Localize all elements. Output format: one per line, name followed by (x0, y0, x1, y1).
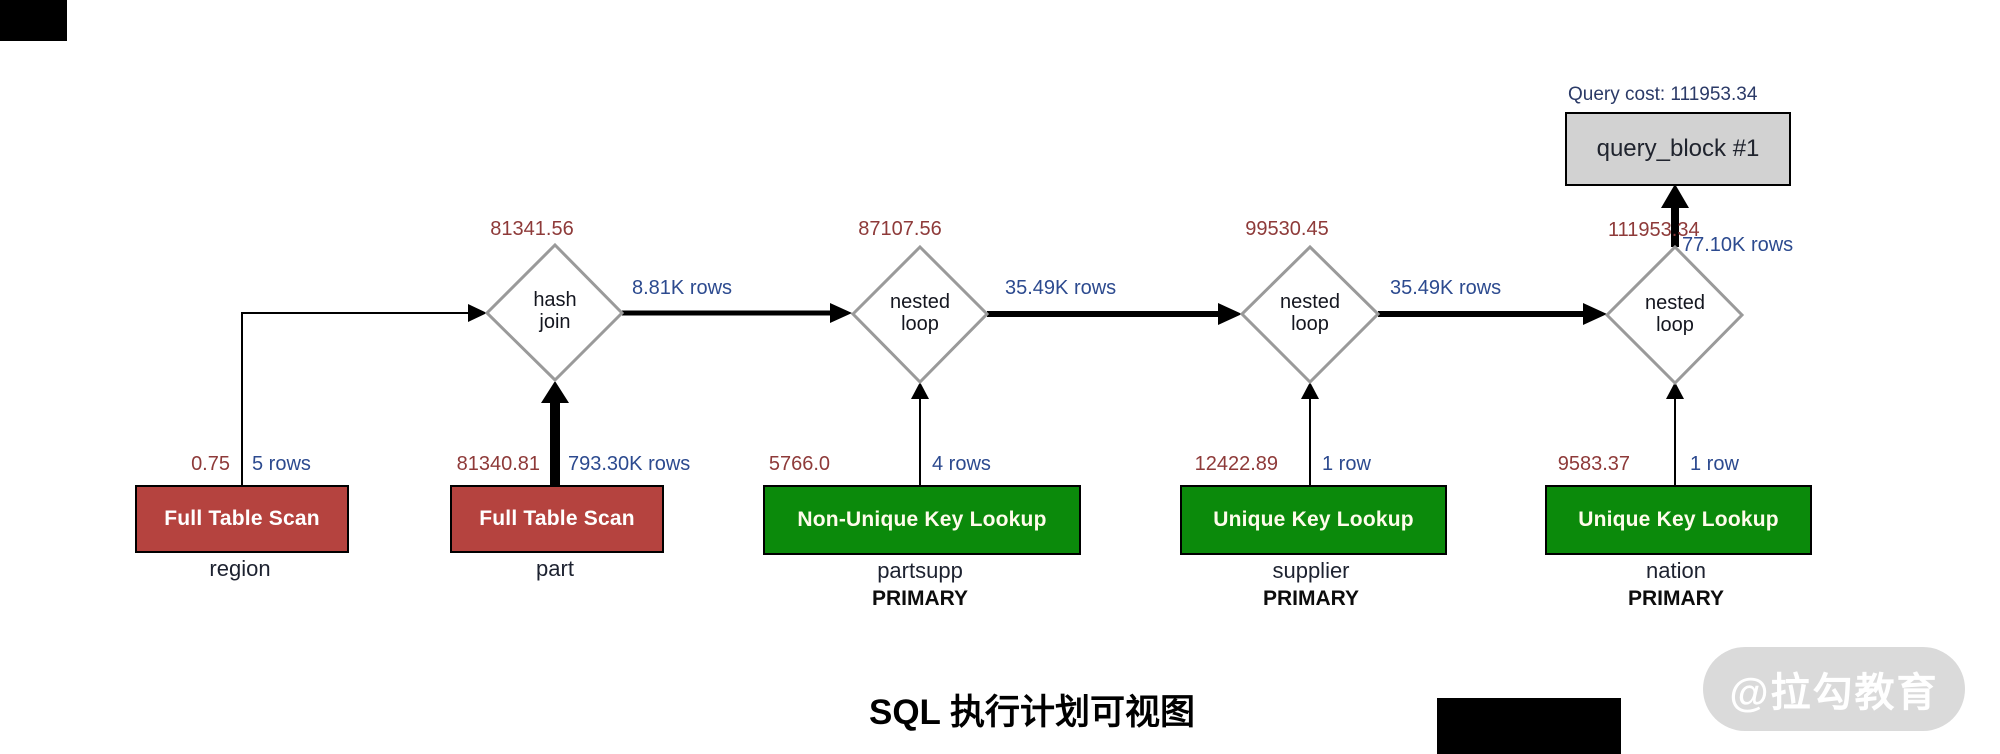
arrowhead-nested-loop-2-to-nested-loop-3 (1583, 303, 1607, 325)
table-index-label-supplier: PRIMARY (1262, 587, 1360, 610)
join-node-nested-loop-3[interactable] (1604, 244, 1745, 386)
access-node-nation[interactable]: Unique Key Lookup (1545, 485, 1812, 555)
table-rows-label-region: 5 rows (252, 453, 311, 475)
redaction-bar-top-left (0, 0, 67, 41)
join-cost-label-nested-loop-1: 87107.56 (858, 218, 942, 240)
edge-rows-label-final: 77.10K rows (1682, 234, 1794, 256)
join-node-hash-join[interactable] (484, 242, 625, 383)
join-node-nested-loop-1[interactable] (850, 244, 990, 385)
table-name-label-region: region (209, 556, 271, 581)
edge-rows-label-nested-loop-2-out: 35.49K rows (1390, 277, 1502, 299)
access-node-label: Unique Key Lookup (1213, 508, 1414, 531)
access-node-part[interactable]: Full Table Scan (450, 485, 664, 553)
diagram-caption: SQL 执行计划可视图 (868, 693, 1196, 732)
arrowhead-hash-join-to-nested-loop-1 (830, 303, 852, 323)
edge-cost-label-final: 111953.34 (1608, 219, 1700, 241)
arrowhead-nested-loop-3-to-query-block (1661, 184, 1689, 208)
table-rows-label-nation: 1 row (1690, 453, 1739, 475)
table-cost-label-partsupp: 5766.0 (768, 453, 830, 475)
access-node-region[interactable]: Full Table Scan (135, 485, 349, 553)
access-node-supplier[interactable]: Unique Key Lookup (1180, 485, 1447, 555)
access-node-label: Full Table Scan (164, 507, 320, 530)
join-cost-label-nested-loop-2: 99530.45 (1245, 218, 1329, 240)
edge-rows-label-nested-loop-1-out: 35.49K rows (1005, 277, 1117, 299)
table-cost-label-region: 0.75 (191, 453, 230, 475)
access-node-label: Full Table Scan (479, 507, 635, 530)
query-block-label: query_block #1 (1596, 135, 1760, 162)
table-index-label-partsupp: PRIMARY (871, 587, 969, 610)
arrowhead-region-to-hash-join (468, 304, 487, 322)
watermark-text: @拉勾教育 (1729, 671, 1939, 715)
table-rows-label-partsupp: 4 rows (932, 453, 991, 475)
table-cost-label-part: 81340.81 (456, 453, 540, 475)
join-cost-label-hash-join: 81341.56 (490, 218, 574, 240)
table-rows-label-supplier: 1 row (1322, 453, 1371, 475)
table-name-label-nation: nation (1646, 558, 1706, 583)
join-node-nested-loop-2[interactable] (1239, 244, 1381, 385)
table-cost-label-supplier: 12422.89 (1194, 453, 1278, 475)
arrowhead-partsupp-to-nested-loop-1 (911, 382, 929, 399)
query-cost-label: Query cost: 111953.34 (1568, 84, 1758, 105)
arrowhead-supplier-to-nested-loop-2 (1301, 382, 1319, 399)
table-name-label-partsupp: partsupp (877, 558, 963, 583)
access-node-partsupp[interactable]: Non-Unique Key Lookup (763, 485, 1081, 555)
table-index-label-nation: PRIMARY (1627, 587, 1725, 610)
table-rows-label-part: 793.30K rows (568, 453, 691, 475)
edge-rows-label-hash-join-out: 8.81K rows (632, 277, 733, 299)
access-node-label: Unique Key Lookup (1578, 508, 1779, 531)
arrowhead-part-to-hash-join (541, 381, 569, 403)
watermark-badge: @拉勾教育 (1703, 647, 1965, 731)
arrowhead-nested-loop-1-to-nested-loop-2 (1218, 303, 1242, 325)
redaction-bar-bottom (1437, 698, 1621, 754)
access-node-label: Non-Unique Key Lookup (797, 508, 1047, 531)
query-block-node[interactable]: query_block #1 (1565, 112, 1791, 186)
table-name-label-supplier: supplier (1272, 558, 1350, 583)
table-name-label-part: part (536, 556, 574, 581)
table-cost-label-nation: 9583.37 (1557, 453, 1630, 475)
